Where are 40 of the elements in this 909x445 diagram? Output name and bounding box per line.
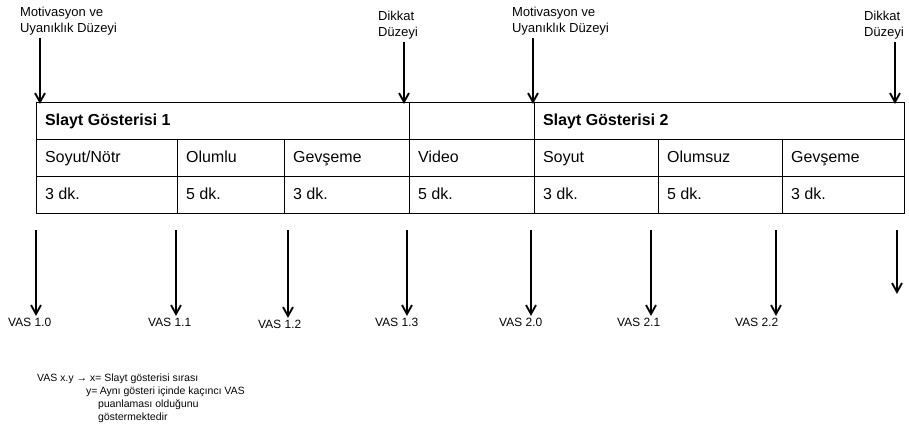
- table-cell: 3 dk.: [285, 177, 409, 213]
- level-label: Dikkat Düzeyi: [864, 8, 909, 40]
- table-header: Slayt Gösterisi 2: [535, 103, 904, 139]
- table-cell: Gevşeme: [783, 140, 904, 176]
- legend-note: VAS x.y → x= Slayt gösterisi sırası: [37, 372, 200, 385]
- arrow: [645, 230, 657, 315]
- arrow: [170, 230, 182, 315]
- level-label: Motivasyon ve Uyanıklık Düzeyi: [20, 4, 130, 36]
- measurement-label: VAS 1.1: [148, 315, 192, 329]
- table-cell: 3 dk.: [37, 177, 177, 213]
- measurement-label: VAS 1.3: [375, 315, 418, 329]
- arrow: [525, 230, 537, 315]
- table-cell: 5 dk.: [659, 177, 782, 213]
- arrow: [282, 230, 294, 317]
- measurement-label: VAS 1.2: [258, 317, 302, 331]
- arrow: [34, 38, 46, 103]
- level-label: Dikkat Düzeyi: [378, 8, 428, 40]
- arrow: [527, 38, 539, 103]
- table-cell: Olumsuz: [659, 140, 782, 176]
- table-cell: Olumlu: [178, 140, 284, 176]
- table-header: Slayt Gösterisi 1: [37, 103, 409, 139]
- table-cell: 3 dk.: [535, 177, 658, 213]
- measurement-label: VAS 2.1: [617, 315, 660, 329]
- arrow: [30, 230, 42, 315]
- level-label: Motivasyon ve Uyanıklık Düzeyi: [512, 4, 622, 36]
- table-cell: Soyut/Nötr: [37, 140, 177, 176]
- measurement-label: VAS 1.0: [8, 315, 52, 329]
- table-cell: 3 dk.: [783, 177, 904, 213]
- measurement-label: VAS 2.0: [499, 315, 542, 329]
- table-cell: Video: [410, 140, 534, 176]
- measurement-label: VAS 2.2: [735, 315, 778, 329]
- arrow: [398, 42, 410, 103]
- legend-note: y= Aynı gösteri içinde kaçıncı VAS puanlaması olduğunu göstermektedir: [86, 385, 246, 424]
- arrow: [770, 230, 782, 315]
- arrow: [401, 230, 413, 315]
- table-cell: Gevşeme: [285, 140, 409, 176]
- table-cell: 5 dk.: [178, 177, 284, 213]
- arrow: [889, 42, 901, 103]
- table-cell: 5 dk.: [410, 177, 534, 213]
- table-cell: Soyut: [535, 140, 658, 176]
